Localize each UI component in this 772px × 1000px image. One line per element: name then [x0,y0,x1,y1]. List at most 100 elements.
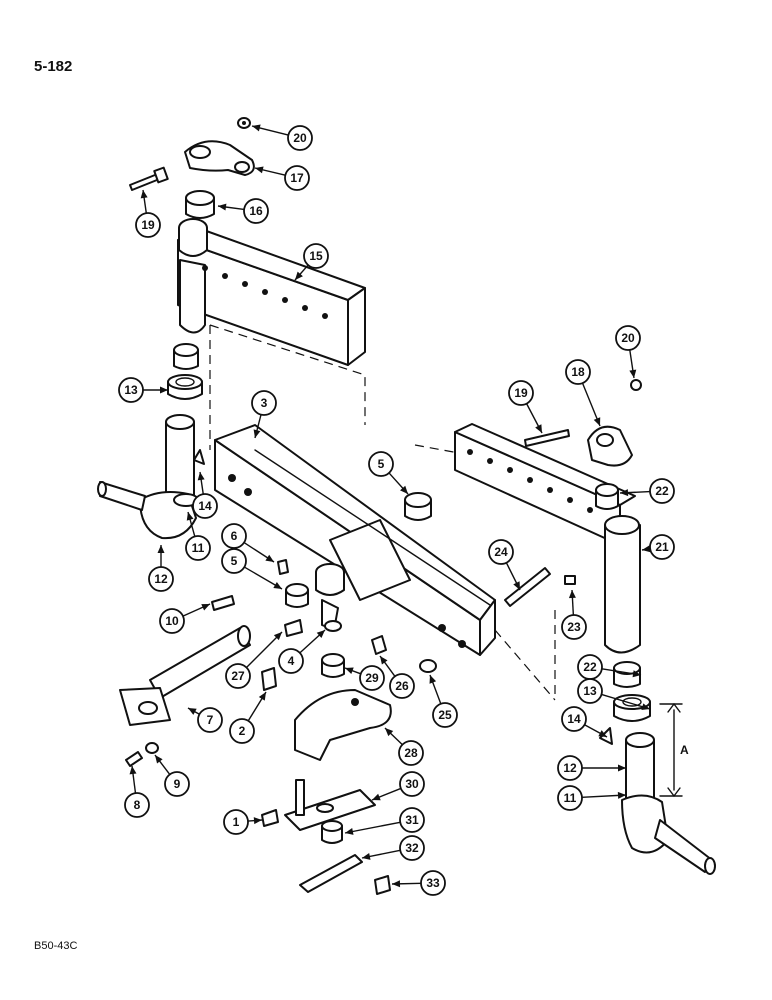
bushing-29 [321,653,345,678]
callout-bubble [243,198,269,224]
callout-label: 31 [405,813,419,827]
leader-arrowhead [362,852,371,860]
callout-label: 3 [261,396,268,410]
leader-arrowhead [345,828,354,835]
grease-fitting-2 [261,667,277,691]
callout-21: 21 [641,534,675,560]
callout-bubble [164,771,190,797]
callout-bubble [508,380,534,406]
callout-bubble [557,755,583,781]
callout-bubble [399,807,425,833]
callout-31: 31 [344,807,425,835]
callout-12: 12 [557,755,626,781]
callout-label: 9 [174,777,181,791]
callout-label: 27 [231,669,245,683]
leader-arrowhead [400,485,408,494]
callout-label: 16 [249,204,263,218]
illustration-code: B50-43C [34,940,78,952]
callout-1: 1 [223,809,263,835]
steering-arm-bolt-right [524,429,570,447]
leader-arrowhead [429,675,437,684]
left-upper-bushing [185,190,215,219]
callout-5: 5 [368,451,409,495]
callout-label: 13 [124,383,138,397]
callout-bubble [192,493,218,519]
callout-bubble [223,809,249,835]
leader-arrowhead [273,632,282,641]
dimension-a: A [659,702,689,798]
callout-bubble [399,771,425,797]
grease-fitting-23 [564,575,576,585]
callout-label: 21 [655,540,669,554]
callout-label: 6 [231,529,238,543]
leader-arrowhead [157,545,165,553]
callout-32: 32 [361,835,425,861]
callout-18: 18 [565,359,601,427]
bolt-33 [374,875,391,895]
callout-bubble [398,740,424,766]
right-steering-arm [587,425,633,467]
leader-arrowhead [380,656,388,665]
callout-label: 2 [239,724,246,738]
callout-3: 3 [251,390,277,439]
leader-arrowhead [140,190,148,199]
callout-bubble [278,648,304,674]
leader-arrowhead [253,429,261,438]
bushing-5-right [404,492,432,521]
callout-label: 5 [231,554,238,568]
callout-bubble [124,792,150,818]
nut-top-left [237,117,251,129]
callout-9: 9 [154,754,190,797]
callout-label: 24 [494,545,508,559]
callout-label: 14 [567,712,581,726]
callout-22: 22 [577,654,642,680]
callout-23: 23 [561,589,587,640]
leader-line [344,821,401,834]
callout-7: 7 [187,707,223,733]
left-lower-bushing [173,343,199,370]
callout-label: 13 [583,684,597,698]
leader-arrowhead [620,489,629,497]
callout-bubble [284,165,310,191]
grease-fitting-27 [284,619,303,637]
callout-14: 14 [561,706,608,738]
callout-label: 10 [165,614,179,628]
callout-bubble [368,451,394,477]
center-pivot-bracket [294,689,392,761]
callout-label: 19 [514,386,528,400]
callout-4: 4 [278,629,326,674]
callout-27: 27 [225,631,283,689]
leader-arrowhead [629,369,637,378]
bushing-31 [321,820,343,844]
callout-label: 12 [563,761,577,775]
grease-fitting-1 [261,809,279,827]
left-key [193,449,205,465]
callout-24: 24 [488,539,521,591]
callout-label: 22 [583,660,597,674]
callout-30: 30 [371,771,425,801]
leader-arrowhead [632,670,641,678]
leader-line [245,631,283,669]
callout-label: 12 [154,572,168,586]
callout-label: 14 [198,499,212,513]
callout-16: 16 [217,198,269,224]
callout-label: 1 [233,815,240,829]
leader-arrowhead [255,166,264,174]
spacer-4 [324,620,342,632]
grease-fitting-26 [371,635,387,655]
callout-bubble [649,478,675,504]
key-6 [277,559,289,575]
callout-bubble [221,523,247,549]
leader-arrowhead [392,880,401,888]
callout-2: 2 [229,691,267,744]
callout-13: 13 [118,377,168,403]
callout-17: 17 [254,165,310,191]
callout-bubble [148,566,174,592]
leader-arrowhead [252,124,261,132]
callout-label: 28 [404,746,418,760]
callout-label: 11 [192,541,205,555]
left-axle-extension [177,218,366,366]
callout-label: 15 [309,249,323,263]
callout-label: 7 [207,713,214,727]
callout-12: 12 [148,545,174,592]
